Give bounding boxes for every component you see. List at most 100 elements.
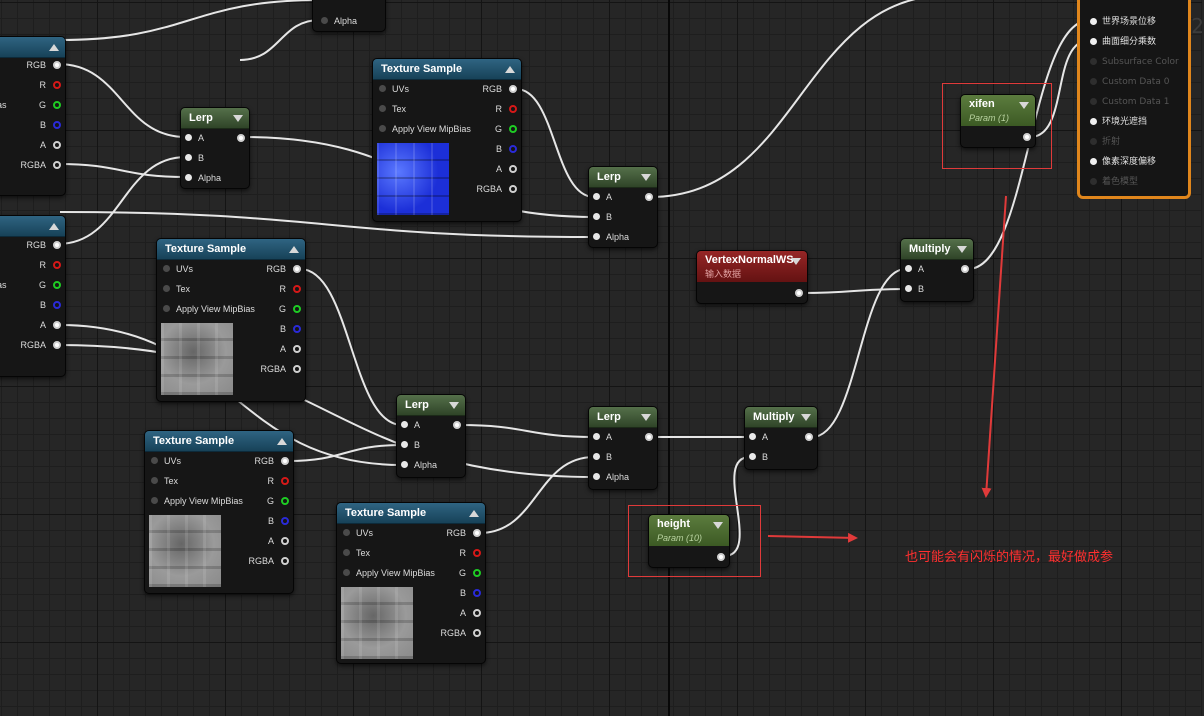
pin-apply-view-mipbias[interactable]: Apply View MipBias — [147, 494, 243, 508]
pin-alpha[interactable]: Alpha — [181, 171, 221, 185]
pin-rgb[interactable]: RGB — [266, 262, 303, 276]
pin-alpha[interactable]: Alpha — [397, 458, 437, 472]
collapse-arrow-icon[interactable] — [791, 258, 801, 265]
pin-rgb[interactable]: RGB — [26, 58, 63, 72]
pin-tex[interactable]: Tex — [375, 102, 406, 116]
material-result-node[interactable]: 世界场景位移 曲面细分乘数 Subsurface Color Custom Da… — [1077, 0, 1191, 199]
pin-g[interactable]: G — [39, 98, 63, 112]
pin-b[interactable]: B — [280, 322, 303, 336]
pin-output[interactable] — [798, 430, 815, 444]
pin-rgba[interactable]: RGBA — [440, 626, 483, 640]
pin-output[interactable] — [230, 131, 247, 145]
pin-output[interactable] — [446, 418, 463, 432]
pin-a[interactable]: A — [901, 262, 924, 276]
pin-b[interactable]: B — [745, 450, 768, 464]
pin-apply-view-mipbias[interactable]: Apply View MipBias — [339, 566, 435, 580]
pin-r[interactable]: R — [280, 282, 304, 296]
collapse-arrow-icon[interactable] — [233, 115, 243, 122]
pin-rgba[interactable]: RGBA — [248, 554, 291, 568]
pin-apply-view-mipbias[interactable]: Apply View MipBias — [159, 302, 255, 316]
pin-b[interactable]: B — [268, 514, 291, 528]
collapse-arrow-icon[interactable] — [641, 414, 651, 421]
result-pin-refraction[interactable]: 折射 — [1088, 135, 1120, 149]
collapse-arrow-icon[interactable] — [957, 246, 967, 253]
pin-b[interactable]: B — [589, 450, 612, 464]
collapse-arrow-icon[interactable] — [469, 510, 479, 517]
collapse-arrow-icon[interactable] — [1019, 102, 1029, 109]
pin-r[interactable]: R — [268, 474, 292, 488]
lerp-node-4[interactable]: Lerp A B Alpha — [588, 406, 658, 490]
pin-g[interactable]: G — [495, 122, 519, 136]
pin-b[interactable]: B — [589, 210, 612, 224]
pin-a[interactable]: A — [280, 342, 303, 356]
pin-output[interactable] — [710, 550, 727, 564]
pin-r[interactable]: R — [40, 258, 64, 272]
pin-rgb[interactable]: RGB — [446, 526, 483, 540]
result-pin-custom-data-1[interactable]: Custom Data 1 — [1088, 95, 1169, 109]
partial-texture-node-top[interactable]: RGB R G B A RGBA ias — [0, 36, 66, 196]
lerp-node-3[interactable]: Lerp A B Alpha — [396, 394, 466, 478]
lerp-node-2[interactable]: Lerp A B Alpha — [588, 166, 658, 248]
pin-g[interactable]: G — [267, 494, 291, 508]
pin-r[interactable]: R — [460, 546, 484, 560]
pin-a[interactable]: A — [397, 418, 420, 432]
pin-rgb[interactable]: RGB — [26, 238, 63, 252]
pin-r[interactable]: R — [40, 78, 64, 92]
collapse-arrow-icon[interactable] — [713, 522, 723, 529]
multiply-node-1[interactable]: Multiply A B — [900, 238, 974, 302]
pin-a[interactable]: A — [268, 534, 291, 548]
node-header[interactable]: Lerp — [181, 108, 249, 129]
pin-output[interactable] — [1016, 130, 1033, 144]
pin-rgba[interactable]: RGBA — [20, 338, 63, 352]
pin-a[interactable]: A — [745, 430, 768, 444]
collapse-arrow-icon[interactable] — [49, 223, 59, 230]
pin-rgba[interactable]: RGBA — [260, 362, 303, 376]
pin-alpha[interactable]: Alpha — [589, 470, 629, 484]
pin-a[interactable]: A — [589, 430, 612, 444]
pin-uvs[interactable]: UVs — [159, 262, 193, 276]
pin-rgb[interactable]: RGB — [482, 82, 519, 96]
pin-g[interactable]: G — [459, 566, 483, 580]
pin-b[interactable]: B — [901, 282, 924, 296]
node-header[interactable]: Texture Sample — [337, 503, 485, 524]
node-header[interactable] — [0, 216, 65, 237]
pin-r[interactable]: R — [496, 102, 520, 116]
node-header[interactable]: Lerp — [397, 395, 465, 416]
node-header[interactable]: Lerp — [589, 167, 657, 188]
lerp-node-1[interactable]: Lerp A B Alpha — [180, 107, 250, 189]
partial-texture-node-mid[interactable]: RGB R G B A RGBA ias — [0, 215, 66, 377]
pin-b[interactable]: B — [181, 151, 204, 165]
pin-output[interactable] — [954, 262, 971, 276]
pin-tex[interactable]: Tex — [159, 282, 190, 296]
pin-rgba[interactable]: RGBA — [476, 182, 519, 196]
pin-output[interactable] — [638, 190, 655, 204]
result-pin-ambient-occlusion[interactable]: 环境光遮挡 — [1088, 115, 1147, 129]
collapse-arrow-icon[interactable] — [801, 414, 811, 421]
pin-b[interactable]: B — [496, 142, 519, 156]
node-header[interactable]: Texture Sample — [157, 239, 305, 260]
pin-rgb[interactable]: RGB — [254, 454, 291, 468]
node-header[interactable]: Texture Sample — [145, 431, 293, 452]
node-header[interactable]: Multiply — [901, 239, 973, 260]
collapse-arrow-icon[interactable] — [505, 66, 515, 73]
pin-b[interactable]: B — [40, 118, 63, 132]
multiply-node-2[interactable]: Multiply A B — [744, 406, 818, 470]
collapse-arrow-icon[interactable] — [641, 174, 651, 181]
pin-a[interactable]: A — [40, 318, 63, 332]
node-header[interactable]: Texture Sample — [373, 59, 521, 80]
pin-uvs[interactable]: UVs — [147, 454, 181, 468]
result-pin-custom-data-0[interactable]: Custom Data 0 — [1088, 75, 1169, 89]
pin-tex[interactable]: Tex — [339, 546, 370, 560]
pin-apply-view-mipbias[interactable]: Apply View MipBias — [375, 122, 471, 136]
pin-a[interactable]: A — [460, 606, 483, 620]
pin-a[interactable]: A — [589, 190, 612, 204]
pin-g[interactable]: G — [279, 302, 303, 316]
pin-b[interactable]: B — [40, 298, 63, 312]
collapse-arrow-icon[interactable] — [277, 438, 287, 445]
pin-uvs[interactable]: UVs — [375, 82, 409, 96]
node-header[interactable] — [0, 37, 65, 58]
pin-a[interactable]: A — [40, 138, 63, 152]
